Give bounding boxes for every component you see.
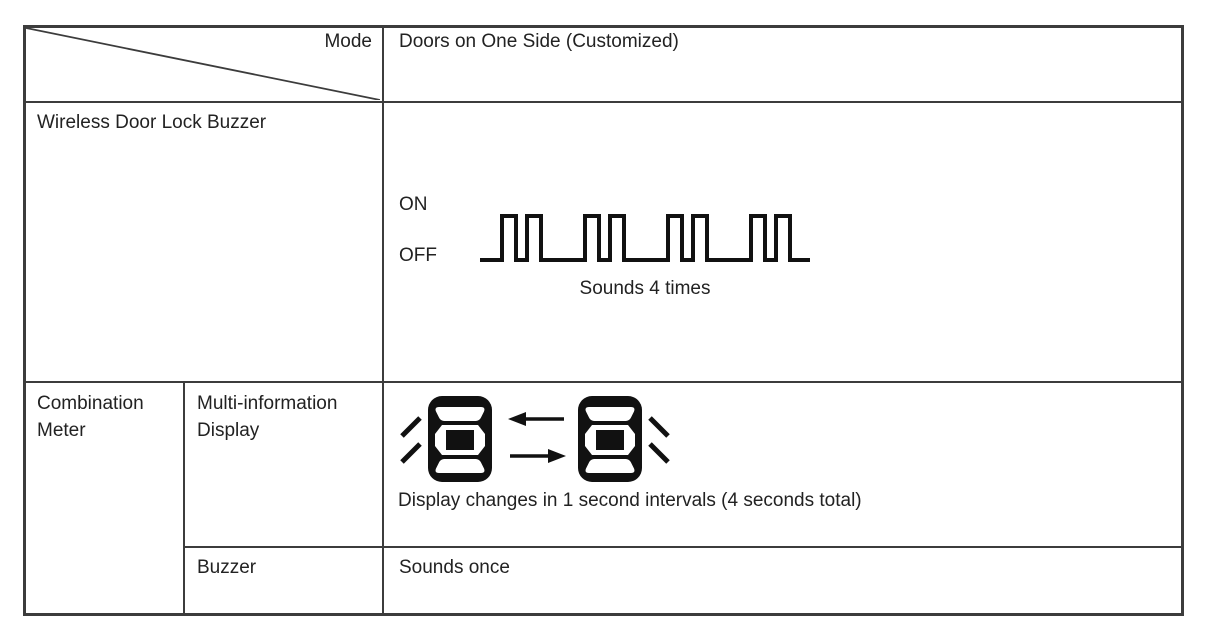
table-outer-border: [23, 25, 1184, 616]
waveform-caption: Sounds 4 times: [579, 278, 711, 299]
combination-meter-label: Combination Meter: [37, 393, 144, 441]
arrow-left-icon: [508, 412, 564, 426]
buzzer-value: Sounds once: [399, 557, 510, 578]
waveform-on-label: ON: [399, 194, 428, 215]
waveform-off-label: OFF: [399, 245, 437, 266]
multi-information-display-label: Multi-information Display: [197, 393, 338, 441]
grid-line-row3-bottom: [183, 546, 1184, 548]
header-corner-label: Mode: [324, 31, 372, 52]
alternating-arrows-icon: [508, 412, 566, 463]
car-left-door-signal-icon: [400, 396, 492, 482]
grid-line-main-column-divider: [382, 25, 384, 616]
grid-line-header-bottom: [23, 101, 1184, 103]
grid-line-row2-bottom: [23, 381, 1184, 383]
arrow-right-icon: [510, 449, 566, 463]
display-change-caption: Display changes in 1 second intervals (4…: [398, 490, 862, 511]
diagonal-divider-icon: [26, 28, 380, 100]
wireless-door-lock-buzzer-label: Wireless Door Lock Buzzer: [37, 112, 267, 133]
buzzer-label: Buzzer: [197, 557, 257, 578]
header-mode-value: Doors on One Side (Customized): [399, 31, 679, 52]
grid-line-sub-column-divider: [183, 381, 185, 616]
buzzer-waveform-icon: [480, 214, 810, 262]
car-right-door-signal-icon: [578, 396, 670, 482]
